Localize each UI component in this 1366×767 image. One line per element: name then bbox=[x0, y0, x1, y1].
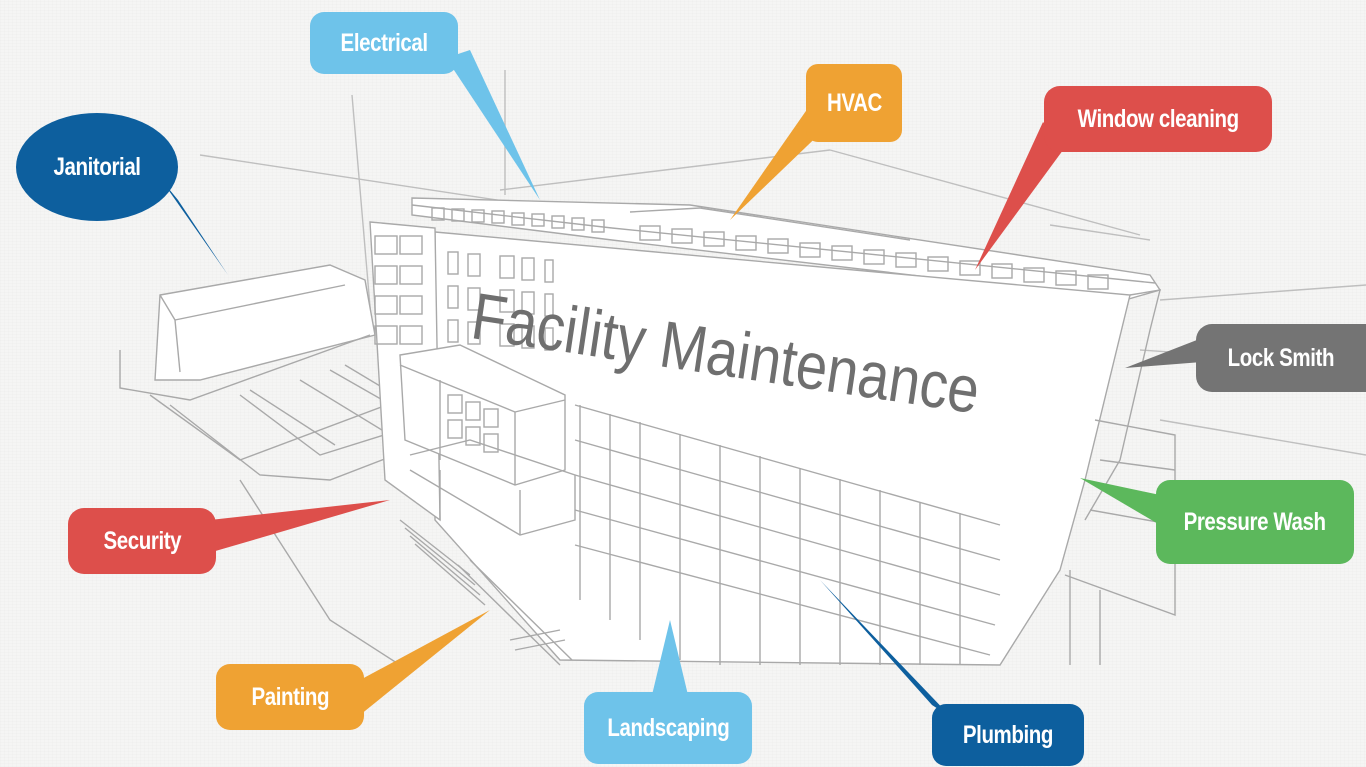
lock-smith-pointer bbox=[1125, 338, 1202, 368]
plumbing-callout: Plumbing bbox=[932, 704, 1084, 766]
curtain-wall bbox=[574, 404, 1001, 665]
callout-pointers bbox=[160, 50, 1202, 718]
pressure-wash-label: Pressure Wash bbox=[1183, 507, 1327, 536]
steps bbox=[399, 519, 573, 666]
janitorial-callout: Janitorial bbox=[16, 113, 178, 221]
window-cleaning-pointer bbox=[975, 122, 1066, 270]
electrical-callout: Electrical bbox=[310, 12, 458, 74]
painting-pointer bbox=[360, 610, 490, 715]
painting-label: Painting bbox=[251, 682, 329, 711]
hvac-label: HVAC bbox=[826, 88, 882, 117]
painting-callout: Painting bbox=[216, 664, 364, 730]
landscaping-label: Landscaping bbox=[607, 713, 729, 742]
hvac-pointer bbox=[730, 108, 832, 220]
plumbing-pointer bbox=[820, 580, 952, 718]
security-pointer bbox=[210, 500, 390, 552]
pressure-wash-pointer bbox=[1080, 478, 1160, 525]
main-building bbox=[369, 197, 1176, 666]
left-wing bbox=[119, 264, 401, 666]
landscaping-callout: Landscaping bbox=[584, 692, 752, 764]
lock-smith-callout: Lock Smith bbox=[1196, 324, 1366, 392]
janitorial-label: Janitorial bbox=[53, 152, 141, 181]
security-label: Security bbox=[103, 526, 181, 555]
pressure-wash-callout: Pressure Wash bbox=[1156, 480, 1354, 564]
plumbing-label: Plumbing bbox=[962, 720, 1054, 749]
security-callout: Security bbox=[68, 508, 216, 574]
lock-smith-label: Lock Smith bbox=[1227, 343, 1335, 372]
janitorial-pointer bbox=[160, 178, 228, 275]
hvac-callout: HVAC bbox=[806, 64, 902, 142]
electrical-pointer bbox=[446, 50, 540, 200]
window-cleaning-label: Window cleaning bbox=[1077, 104, 1239, 133]
electrical-label: Electrical bbox=[340, 28, 428, 57]
window-cleaning-callout: Window cleaning bbox=[1044, 86, 1272, 152]
landscaping-pointer bbox=[652, 620, 688, 695]
